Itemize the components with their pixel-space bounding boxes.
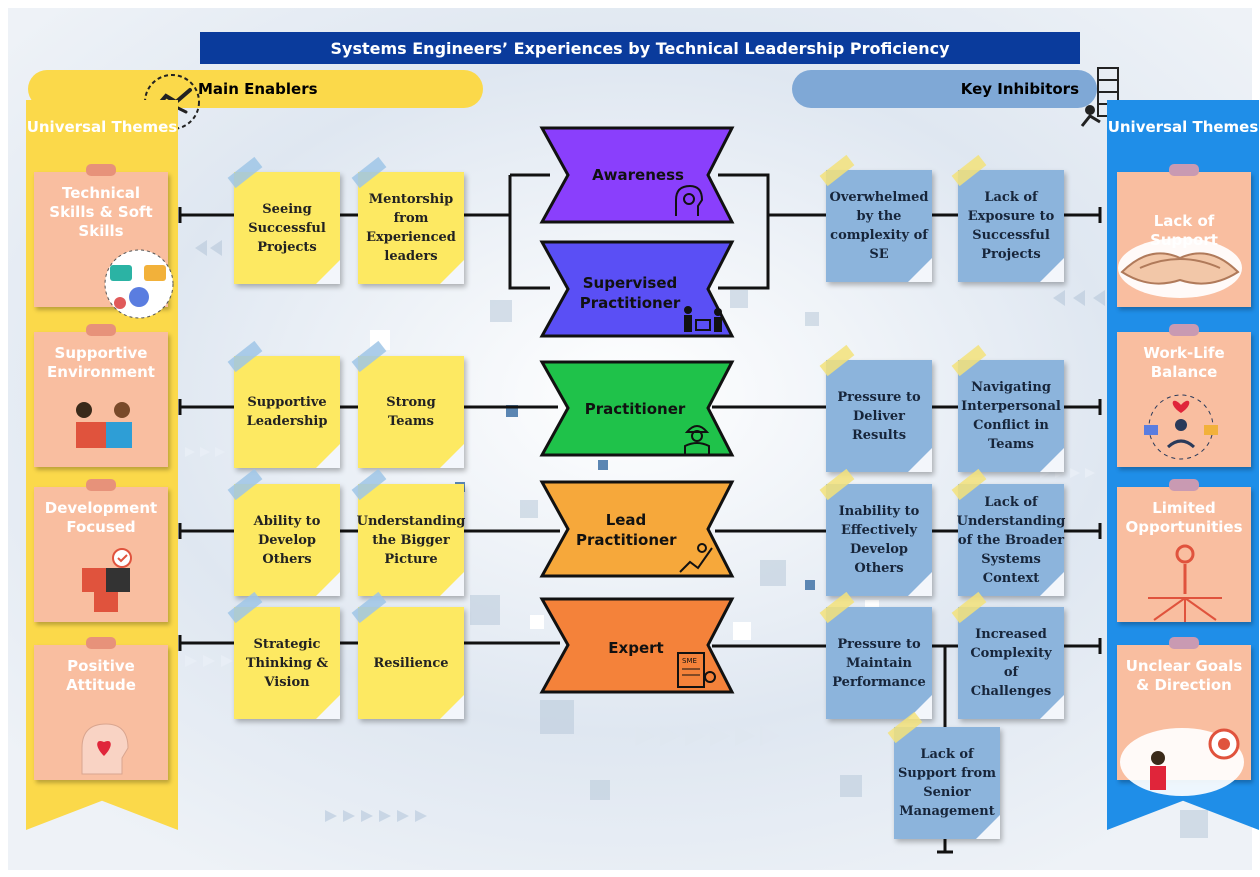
stage-label-supervised-practitioner: Supervised Practitioner (579, 274, 681, 312)
inhibitor-text: Lack of Understanding of the Broader Sys… (956, 494, 1066, 586)
stage-shape-lead-practitioner (539, 480, 735, 578)
head-heart-icon (81, 723, 129, 775)
inhibitor-text: Lack of Exposure to Successful Projects (967, 190, 1055, 262)
diagram-title: Systems Engineers’ Experiences by Techni… (200, 32, 1080, 64)
enabler-note: Mentorship from Experienced leaders (351, 156, 464, 284)
enabler-note: Resilience (351, 591, 464, 719)
stage-label-practitioner: Practitioner (584, 400, 686, 418)
left-theme-label: Supportive Environment (47, 344, 155, 381)
stage-label-lead-practitioner: Lead Practitioner (576, 511, 677, 549)
inhibitor-text: Navigating Interpersonal Conflict in Tea… (961, 380, 1061, 452)
inhibitor-note: Pressure to Maintain Performance (819, 591, 932, 719)
left-theme-card: Development Focused (34, 479, 168, 622)
enabler-note: Strategic Thinking & Vision (227, 591, 340, 719)
left-theme-label: Positive Attitude (66, 657, 136, 694)
left-theme-label: Development Focused (44, 499, 158, 536)
inhibitor-note: Overwhelmed by the complexity of SE (819, 154, 932, 282)
inhibitor-text: Increased Complexity of Challenges (970, 627, 1052, 699)
inhibitor-text: Lack of Support from Senior Management (898, 747, 996, 819)
inhibitor-text: Pressure to Deliver Results (837, 389, 921, 443)
enabler-text: Ability to Develop Others (253, 513, 321, 567)
worker-icon (684, 425, 710, 454)
enabler-text: Mentorship from Experienced leaders (366, 192, 456, 264)
right-theme-label: Limited Opportunities (1125, 499, 1243, 536)
left-column-heading: Universal Themes (26, 118, 178, 136)
inhibitor-note: Lack of Understanding of the Broader Sys… (951, 468, 1066, 596)
enabler-note: Ability to Develop Others (227, 468, 340, 596)
stage-shape-supervised-practitioner (539, 240, 735, 338)
key-inhibitors-header: Key Inhibitors (792, 70, 1097, 108)
inhibitor-note: Navigating Interpersonal Conflict in Tea… (951, 344, 1064, 472)
enabler-note: Supportive Leadership (227, 340, 340, 468)
certificate-icon: SME (677, 652, 716, 688)
inhibitor-note: Lack of Exposure to Successful Projects (951, 154, 1064, 282)
enabler-note: Strong Teams (351, 340, 464, 468)
inhibitor-note: Increased Complexity of Challenges (951, 591, 1064, 719)
right-theme-card: Work-Life Balance (1117, 324, 1251, 467)
left-theme-label: Technical Skills & Soft Skills (49, 184, 153, 240)
stage-label-awareness: Awareness (592, 166, 684, 184)
people-network-icon (104, 249, 174, 319)
enabler-text: Strategic Thinking & Vision (245, 636, 329, 690)
enabler-note: Understanding the Bigger Picture (351, 468, 466, 596)
right-theme-label: Unclear Goals & Direction (1125, 657, 1243, 694)
team-puzzle-icon (76, 402, 132, 448)
enabler-text: Seeing Successful Projects (248, 201, 326, 255)
hands-stack-icon (1118, 238, 1242, 298)
left-theme-card: Positive Attitude (34, 637, 168, 780)
inhibitor-note: Inability to Effectively Develop Others (819, 468, 932, 596)
inhibitor-note: Pressure to Deliver Results (819, 344, 932, 472)
inhibitor-note: Lack of Support from Senior Management (887, 711, 1000, 839)
team-meeting-icon (684, 306, 722, 332)
enabler-text: Resilience (373, 655, 449, 671)
enabler-note: Seeing Successful Projects (227, 156, 340, 284)
enabler-text: Strong Teams (386, 395, 436, 429)
right-theme-label: Work-Life Balance (1143, 344, 1225, 381)
head-gear-icon (675, 184, 704, 216)
meditation-balance-icon (1144, 394, 1218, 460)
target-telescope-icon (1120, 728, 1244, 796)
person-arrows-icon (1148, 544, 1222, 622)
inhibitor-text: Pressure to Maintain Performance (832, 636, 926, 690)
enabler-text: Supportive Leadership (246, 395, 328, 429)
inhibitor-text: Overwhelmed by the complexity of SE (829, 190, 929, 262)
right-column-heading: Universal Themes (1107, 118, 1259, 136)
stage-shape-practitioner (539, 360, 735, 457)
left-theme-card: Supportive Environment (34, 324, 168, 467)
climber-icon (679, 543, 713, 573)
puzzle-check-icon (82, 548, 132, 612)
svg-text:SME: SME (682, 657, 697, 665)
enabler-text: Understanding the Bigger Picture (356, 513, 466, 567)
inhibitor-text: Inability to Effectively Develop Others (838, 504, 920, 576)
stage-label-expert: Expert (608, 639, 664, 657)
